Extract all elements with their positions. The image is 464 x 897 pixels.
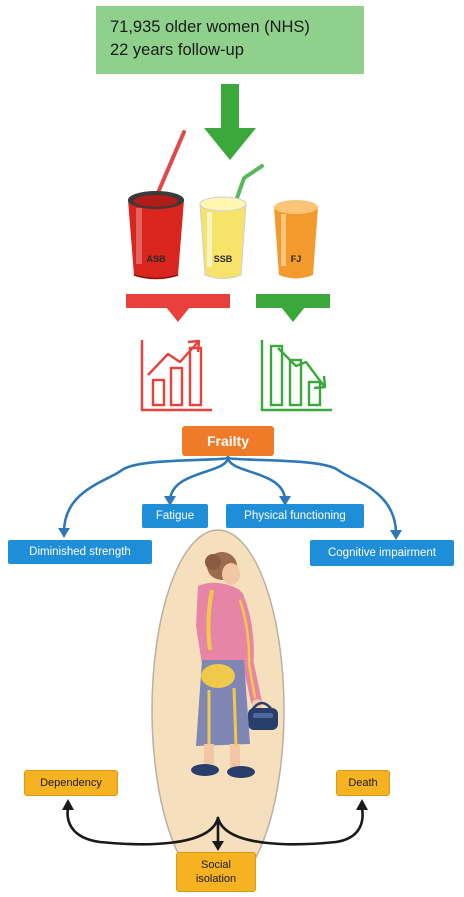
older-woman-walking-icon: [191, 552, 278, 778]
frailty-box: Frailty: [182, 426, 274, 456]
bar-chart-down-icon: [260, 340, 332, 412]
asb-label: ASB: [146, 254, 166, 264]
ssb-label: SSB: [214, 254, 233, 264]
dependency-box: Dependency: [24, 770, 118, 796]
green-connector-arrow: [256, 294, 330, 322]
asb-glass-icon: ASB: [128, 130, 186, 280]
green-down-arrow: [204, 84, 256, 160]
cognitive-impairment-box: Cognitive impairment: [310, 540, 454, 566]
outcome-arrowheads: [62, 799, 368, 851]
ssb-glass-icon: SSB: [199, 164, 264, 279]
diminished-strength-box: Diminished strength: [8, 540, 152, 564]
study-box: 71,935 older women (NHS) 22 years follow…: [96, 6, 364, 74]
red-connector-arrow: [126, 294, 230, 322]
bar-chart-up-icon: [140, 339, 212, 412]
fatigue-box: Fatigue: [142, 504, 208, 528]
death-box: Death: [336, 770, 390, 796]
physical-functioning-box: Physical functioning: [226, 504, 364, 528]
social-isolation-box: Social isolation: [176, 852, 256, 892]
frailty-connectors: [62, 455, 398, 536]
study-cohort-text: 71,935 older women (NHS): [110, 18, 310, 36]
study-followup-text: 22 years follow-up: [110, 41, 244, 59]
fj-glass-icon: FJ: [274, 200, 318, 279]
outcome-connectors: [66, 806, 364, 846]
fj-label: FJ: [291, 254, 302, 264]
frailty-connector-arrowheads: [58, 496, 402, 540]
